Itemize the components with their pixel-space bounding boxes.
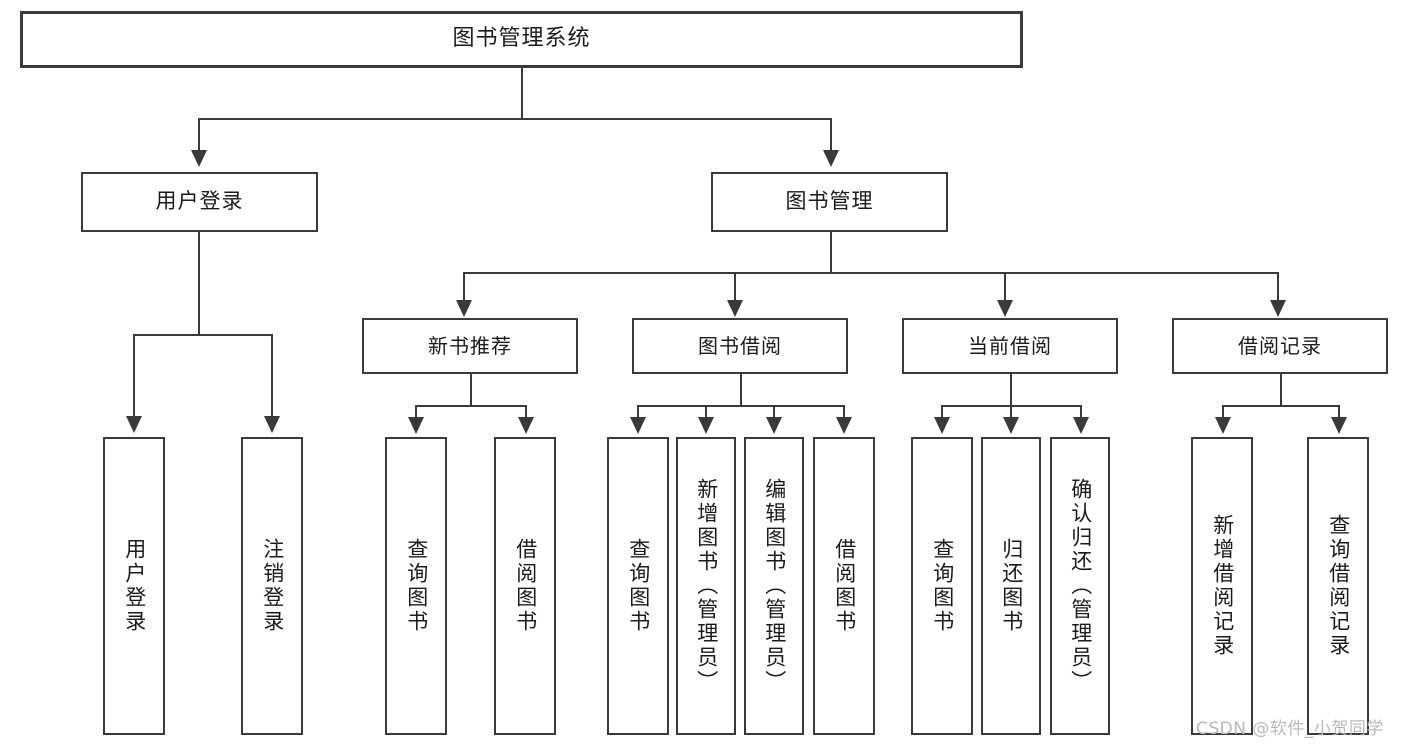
- connector-bm-to-current-borrow: [1004, 272, 1006, 302]
- node-book-management-label: 图书管理: [785, 189, 874, 214]
- node-root[interactable]: 图书管理系统: [20, 11, 1023, 68]
- connector-root-to-book-management: [830, 118, 832, 152]
- arrow-current-borrow-to-leaf-2: [1003, 417, 1019, 434]
- connector-book-management-stem: [830, 232, 832, 272]
- connector-book-borrow-to-leaf-3: [773, 405, 775, 419]
- connector-borrow-record-to-leaf-1: [1222, 405, 1224, 419]
- arrow-borrow-record-to-leaf-2: [1331, 417, 1347, 434]
- leaf-confirm-return-label: 确认归还（管理员）: [1068, 478, 1093, 694]
- arrow-book-borrow-to-leaf-4: [836, 417, 852, 434]
- leaf-logout-login-label: 注销登录: [260, 538, 285, 634]
- arrow-borrow-record-to-leaf-1: [1215, 417, 1231, 434]
- arrow-book-borrow-to-leaf-3: [766, 417, 782, 434]
- connector-new-book-stem: [470, 374, 472, 405]
- arrow-bm-to-new-book: [456, 300, 472, 317]
- connector-borrow-record-to-leaf-2: [1338, 405, 1340, 419]
- leaf-query-book-3[interactable]: 查询图书: [911, 437, 973, 735]
- arrow-root-to-user-login: [191, 150, 207, 167]
- arrow-new-book-to-leaf-2: [518, 417, 534, 434]
- arrow-current-borrow-to-leaf-3: [1073, 417, 1089, 434]
- connector-current-borrow-to-leaf-3: [1080, 405, 1082, 419]
- connector-new-book-to-leaf-1: [415, 405, 417, 419]
- connector-root-stem: [521, 68, 523, 118]
- node-new-book-recommend[interactable]: 新书推荐: [362, 318, 578, 374]
- leaf-query-record-label: 查询借阅记录: [1326, 514, 1351, 658]
- leaf-query-book-1[interactable]: 查询图书: [385, 437, 447, 735]
- leaf-return-book-label: 归还图书: [999, 538, 1024, 634]
- leaf-borrow-book-1-label: 借阅图书: [513, 538, 538, 634]
- leaf-edit-book-label: 编辑图书（管理员）: [762, 478, 787, 694]
- connector-user-login-stem: [198, 232, 200, 334]
- arrow-bm-to-current-borrow: [997, 300, 1013, 317]
- arrow-bm-to-borrow-record: [1270, 300, 1286, 317]
- node-root-label: 图书管理系统: [452, 26, 591, 52]
- connector-current-borrow-stem: [1010, 374, 1012, 405]
- leaf-add-record[interactable]: 新增借阅记录: [1191, 437, 1253, 735]
- arrow-book-borrow-to-leaf-1: [630, 417, 646, 434]
- leaf-user-login[interactable]: 用户登录: [103, 437, 165, 735]
- node-book-management[interactable]: 图书管理: [711, 172, 948, 232]
- connector-book-borrow-stem: [740, 374, 742, 405]
- connector-root-bus: [198, 118, 830, 120]
- leaf-query-book-2-label: 查询图书: [626, 538, 651, 634]
- connector-current-borrow-to-leaf-1: [941, 405, 943, 419]
- connector-bm-to-book-borrow: [734, 272, 736, 302]
- leaf-borrow-book-2-label: 借阅图书: [832, 538, 857, 634]
- connector-book-borrow-to-leaf-4: [843, 405, 845, 419]
- leaf-return-book[interactable]: 归还图书: [981, 437, 1041, 735]
- connector-book-management-bus: [463, 272, 1277, 274]
- connector-root-to-user-login: [198, 118, 200, 152]
- leaf-add-record-label: 新增借阅记录: [1210, 514, 1235, 658]
- arrow-user-login-to-leaf-1: [126, 416, 142, 433]
- connector-book-borrow-to-leaf-1: [637, 405, 639, 419]
- node-borrow-record[interactable]: 借阅记录: [1172, 318, 1388, 374]
- node-borrow-record-label: 借阅记录: [1238, 334, 1322, 358]
- connector-current-borrow-to-leaf-2: [1010, 405, 1012, 419]
- leaf-query-book-1-label: 查询图书: [404, 538, 429, 634]
- node-user-login-label: 用户登录: [155, 189, 244, 214]
- node-book-borrow[interactable]: 图书借阅: [632, 318, 848, 374]
- connector-book-borrow-bus: [637, 405, 843, 407]
- connector-borrow-record-bus: [1222, 405, 1338, 407]
- connector-new-book-bus: [415, 405, 525, 407]
- node-book-borrow-label: 图书借阅: [698, 334, 782, 358]
- connector-user-login-to-leaf-1: [133, 334, 135, 418]
- node-user-login[interactable]: 用户登录: [81, 172, 318, 232]
- leaf-query-book-2[interactable]: 查询图书: [607, 437, 669, 735]
- leaf-borrow-book-2[interactable]: 借阅图书: [813, 437, 875, 735]
- leaf-user-login-label: 用户登录: [122, 538, 147, 634]
- leaf-query-record[interactable]: 查询借阅记录: [1307, 437, 1369, 735]
- node-new-book-recommend-label: 新书推荐: [428, 334, 512, 358]
- leaf-query-book-3-label: 查询图书: [930, 538, 955, 634]
- connector-user-login-bus: [133, 334, 271, 336]
- leaf-confirm-return[interactable]: 确认归还（管理员）: [1050, 437, 1110, 735]
- arrow-root-to-book-management: [823, 150, 839, 167]
- node-current-borrow[interactable]: 当前借阅: [902, 318, 1118, 374]
- node-current-borrow-label: 当前借阅: [968, 334, 1052, 358]
- arrow-bm-to-book-borrow: [727, 300, 743, 317]
- connector-bm-to-new-book: [463, 272, 465, 302]
- connector-book-borrow-to-leaf-2: [705, 405, 707, 419]
- connector-new-book-to-leaf-2: [525, 405, 527, 419]
- leaf-borrow-book-1[interactable]: 借阅图书: [494, 437, 556, 735]
- arrow-user-login-to-leaf-2: [264, 416, 280, 433]
- arrow-book-borrow-to-leaf-2: [698, 417, 714, 434]
- leaf-logout-login[interactable]: 注销登录: [241, 437, 303, 735]
- connector-borrow-record-stem: [1280, 374, 1282, 405]
- leaf-edit-book[interactable]: 编辑图书（管理员）: [744, 437, 804, 735]
- leaf-add-book-label: 新增图书（管理员）: [694, 478, 719, 694]
- arrow-current-borrow-to-leaf-1: [934, 417, 950, 434]
- leaf-add-book[interactable]: 新增图书（管理员）: [676, 437, 736, 735]
- connector-user-login-to-leaf-2: [271, 334, 273, 418]
- connector-bm-to-borrow-record: [1277, 272, 1279, 302]
- arrow-new-book-to-leaf-1: [408, 417, 424, 434]
